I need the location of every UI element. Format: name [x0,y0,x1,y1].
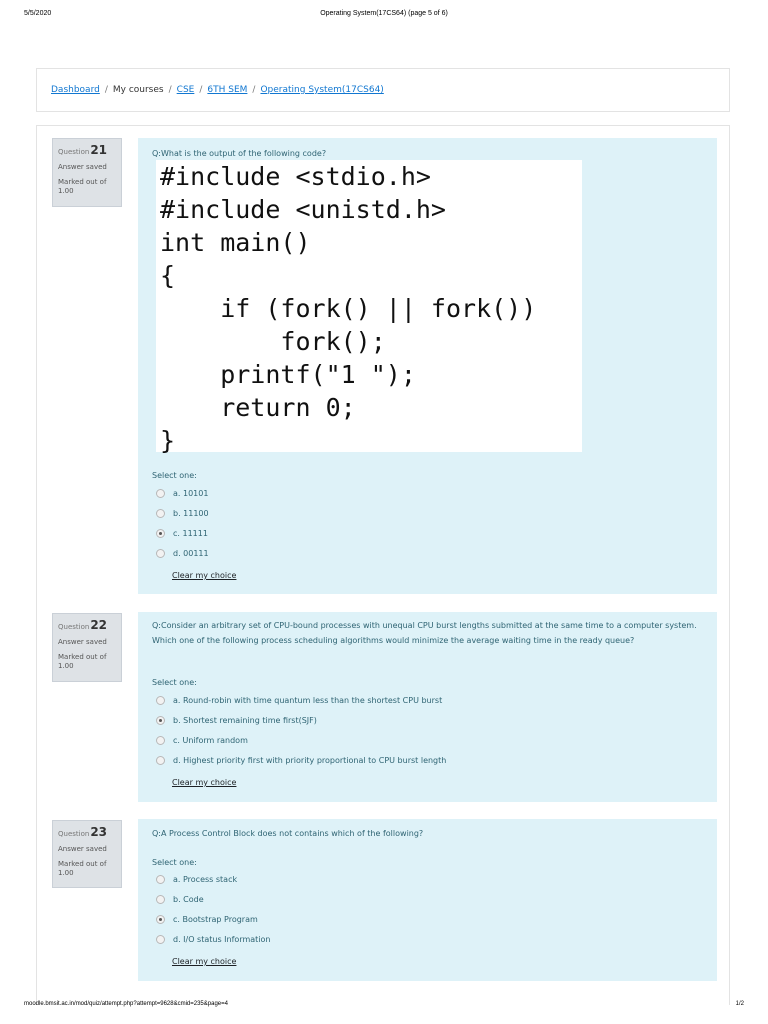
clear-choice-link[interactable]: Clear my choice [172,778,237,787]
question-state: Answer saved [58,637,107,646]
page-url: moodle.bmsit.ac.in/mod/quiz/attempt.php?… [24,1001,228,1007]
option-label: b. Shortest remaining time first(SJF) [173,715,317,725]
question-number: 23 [90,825,108,839]
print-footer: moodle.bmsit.ac.in/mod/quiz/attempt.php?… [0,1001,768,1013]
radio-button[interactable] [156,508,165,518]
option-b[interactable]: b. 11100 [156,503,209,523]
radio-button[interactable] [156,548,165,558]
option-d[interactable]: d. Highest priority first with priority … [156,750,446,770]
question-marks: Marked out of 1.00 [58,859,107,877]
question-marks: Marked out of 1.00 [58,652,107,670]
option-label: b. Code [173,894,204,904]
question-info-23: Question23 Answer saved Marked out of 1.… [52,820,122,888]
answer-options: a. Process stack b. Code c. Bootstrap Pr… [156,869,271,949]
option-label: a. Round-robin with time quantum less th… [173,695,443,705]
breadcrumb-separator: / [199,85,203,95]
question-number: 21 [90,143,108,157]
breadcrumb: Dashboard / My courses / CSE / 6TH SEM / Operati… [51,85,384,95]
option-a[interactable]: a. Round-robin with time quantum less th… [156,690,446,710]
radio-button[interactable] [156,695,165,705]
question-text: Q:A Process Control Block does not conta… [152,829,424,838]
breadcrumb-separator: / [168,85,172,95]
option-label: b. 11100 [173,508,209,518]
question-info-21: Question21 Answer saved Marked out of 1.… [52,138,122,207]
question-info-22: Question22 Answer saved Marked out of 1.… [52,613,122,682]
question-content-22: Q:Consider an arbitrary set of CPU-bound… [138,612,717,802]
question-marks: Marked out of 1.00 [58,177,107,195]
breadcrumb-operating-system[interactable]: Operating System(17CS64) [260,85,384,95]
option-c[interactable]: c. Bootstrap Program [156,909,271,929]
answer-options: a. Round-robin with time quantum less th… [156,690,446,770]
select-one-label: Select one: [152,678,197,687]
code-snippet: #include <stdio.h> #include <unistd.h> i… [160,162,537,455]
question-label: Question [58,148,90,156]
radio-button-checked[interactable] [156,528,165,538]
question-label: Question [58,623,90,631]
option-label: d. I/O status Information [173,934,271,944]
breadcrumb-6th-sem[interactable]: 6TH SEM [207,85,248,95]
question-state: Answer saved [58,844,107,853]
breadcrumb-container: Dashboard / My courses / CSE / 6TH SEM / Operati… [36,68,730,112]
print-date: 5/5/2020 [24,10,52,17]
print-title: Operating System(17CS64) (page 5 of 6) [320,10,448,17]
radio-button[interactable] [156,874,165,884]
breadcrumb-cse[interactable]: CSE [176,85,195,95]
breadcrumb-dashboard[interactable]: Dashboard [51,85,100,95]
question-state: Answer saved [58,162,107,171]
question-content-21: Q:What is the output of the following co… [138,138,717,594]
radio-button[interactable] [156,934,165,944]
option-label: d. 00111 [173,548,209,558]
option-b[interactable]: b. Code [156,889,271,909]
radio-button-checked[interactable] [156,715,165,725]
option-label: a. Process stack [173,874,238,884]
question-text: Q:Consider an arbitrary set of CPU-bound… [152,621,697,645]
question-content-23: Q:A Process Control Block does not conta… [138,819,717,981]
clear-choice-link[interactable]: Clear my choice [172,571,237,580]
print-header: 5/5/2020 Operating System(17CS64) (page … [0,10,768,22]
option-label: a. 10101 [173,488,209,498]
option-d[interactable]: d. 00111 [156,543,209,563]
question-text: Q:What is the output of the following co… [152,149,327,158]
code-image: #include <stdio.h> #include <unistd.h> i… [156,160,582,455]
radio-button[interactable] [156,755,165,765]
option-a[interactable]: a. 10101 [156,483,209,503]
question-number: 22 [90,618,108,632]
option-label: c. Bootstrap Program [173,914,258,924]
option-label: c. 11111 [173,528,208,538]
page-number: 1/2 [735,1001,744,1007]
breadcrumb-my-courses: My courses [112,85,164,95]
select-one-label: Select one: [152,471,197,480]
option-label: d. Highest priority first with priority … [173,755,447,765]
option-b[interactable]: b. Shortest remaining time first(SJF) [156,710,446,730]
option-label: c. Uniform random [173,735,248,745]
radio-button[interactable] [156,488,165,498]
answer-options: a. 10101 b. 11100 c. 11111 d. 00111 [156,483,209,563]
radio-button[interactable] [156,735,165,745]
option-a[interactable]: a. Process stack [156,869,271,889]
radio-button-checked[interactable] [156,914,165,924]
select-one-label: Select one: [152,858,197,867]
option-c[interactable]: c. Uniform random [156,730,446,750]
option-c[interactable]: c. 11111 [156,523,209,543]
radio-button[interactable] [156,894,165,904]
breadcrumb-separator: / [252,85,256,95]
option-d[interactable]: d. I/O status Information [156,929,271,949]
breadcrumb-separator: / [104,85,108,95]
question-label: Question [58,830,90,838]
clear-choice-link[interactable]: Clear my choice [172,957,237,966]
